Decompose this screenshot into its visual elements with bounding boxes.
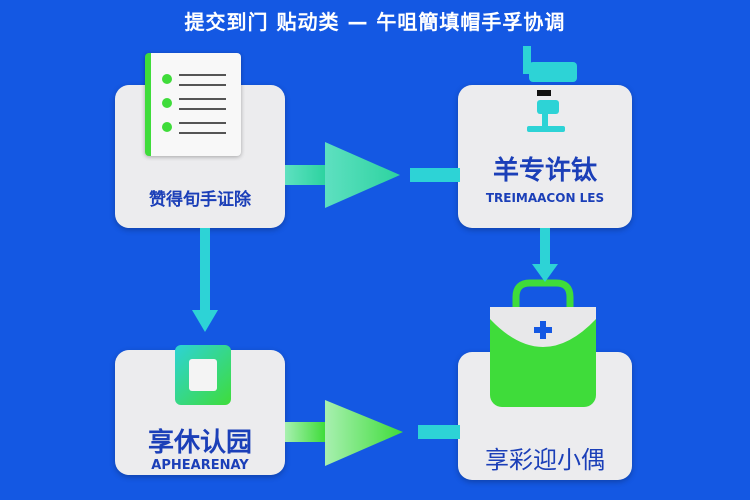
diagram-title: 提交到门 贴动类 — 午咀簡填帽手孚协调	[184, 10, 566, 34]
arrow-right-bottom	[285, 400, 460, 466]
microscope-icon	[523, 46, 577, 132]
medical-bag-icon	[490, 279, 596, 407]
step-4-label: 享彩迎小偶	[485, 446, 605, 474]
arrow-down-right	[532, 228, 558, 282]
arrow-right-top	[285, 142, 460, 208]
step-2-label: 羊专许钛	[492, 156, 597, 186]
arrow-down-left	[192, 228, 218, 332]
phone-document-icon	[175, 345, 231, 405]
step-3-label: 享休认园	[147, 428, 252, 458]
step-1-label: 赞得旬手证除	[149, 190, 251, 210]
step-card-3: 享休认园 APHEARENAY	[115, 350, 285, 475]
step-3-sublabel: APHEARENAY	[151, 458, 249, 473]
checklist-icon	[145, 53, 241, 156]
step-2-sublabel: TREIMAACON LES	[485, 191, 605, 205]
